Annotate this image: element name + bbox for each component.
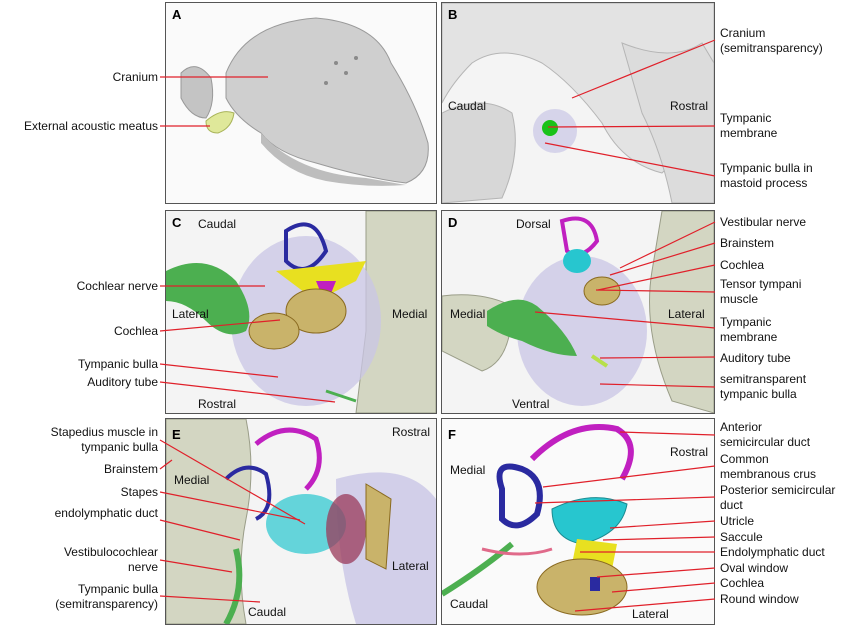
orientation-rostral: Rostral (198, 397, 237, 411)
panel-letter-d: D (448, 215, 458, 230)
inner-ear-medial-caudal-view-illustration (166, 419, 436, 624)
orientation-lateral: Lateral (668, 307, 705, 321)
panel-letter-c: C (172, 215, 182, 230)
skull-illustration (180, 17, 429, 186)
callout-cranium-b: Cranium (semitransparency) (720, 26, 823, 55)
callout-vestibulocochlear-nerve: Vestibulocochlear nerve (63, 545, 158, 574)
orientation-caudal: Caudal (198, 217, 237, 231)
callout-tensor-tympani: Tensor tympani muscle (720, 277, 802, 306)
orientation-rostral: Rostral (670, 445, 709, 459)
orientation-rostral: Rostral (670, 99, 709, 113)
panel-letter-f: F (448, 427, 456, 442)
callout-utricle: Utricle (720, 514, 755, 528)
panel-a: A (165, 2, 437, 204)
callout-auditory-tube-c: Auditory tube (87, 375, 158, 389)
callout-tympanic-bulla-b: Tympanic bulla in mastoid process (720, 161, 813, 190)
orientation-ventral: Ventral (512, 397, 550, 411)
callout-common-membranous-crus: Common membranous crus (720, 452, 817, 481)
callout-tympanic-bulla-e: Tympanic bulla (semitransparency) (55, 582, 158, 611)
callout-brainstem-d: Brainstem (720, 236, 775, 250)
orientation-medial: Medial (450, 463, 486, 477)
callout-endolymphatic-duct-e: endolymphatic duct (54, 506, 158, 520)
callout-cochlea-d: Cochlea (720, 258, 765, 272)
callout-stapedius-muscle: Stapedius muscle in tympanic bulla (50, 425, 158, 454)
panel-letter-b: B (448, 7, 458, 22)
callout-posterior-semicircular-duct: Posterior semicircular duct (720, 483, 836, 512)
orientation-medial: Medial (392, 307, 428, 321)
callout-round-window: Round window (720, 592, 799, 606)
panel-f: F Rostral Medial Caudal Lateral (441, 418, 715, 625)
callout-tympanic-membrane-b: Tympanic membrane (720, 111, 778, 140)
panel-letter-e: E (172, 427, 181, 442)
callout-cranium-a: Cranium (112, 70, 158, 84)
orientation-dorsal: Dorsal (516, 217, 551, 231)
panel-letter-a: A (172, 7, 182, 22)
callout-brainstem-e: Brainstem (103, 462, 158, 476)
orientation-caudal: Caudal (448, 99, 487, 113)
callout-saccule: Saccule (720, 530, 763, 544)
callout-cochlea-c: Cochlea (113, 324, 158, 338)
callout-tympanic-bulla-c: Tympanic bulla (77, 357, 158, 371)
orientation-lateral: Lateral (392, 559, 429, 573)
orientation-medial: Medial (450, 307, 486, 321)
callout-endolymphatic-duct-f: Endolymphatic duct (720, 545, 825, 559)
callout-external-acoustic-meatus: External acoustic meatus (23, 119, 158, 133)
orientation-caudal: Caudal (450, 597, 489, 611)
panel-c: C Caudal Lateral Medial Rostral (165, 210, 437, 414)
callout-oval-window: Oval window (720, 561, 789, 575)
orientation-lateral: Lateral (172, 307, 209, 321)
orientation-lateral: Lateral (632, 607, 669, 621)
callout-cochlear-nerve: Cochlear nerve (76, 279, 158, 293)
callout-vestibular-nerve: Vestibular nerve (720, 215, 807, 229)
panel-d: D Dorsal Medial Lateral Ventral (441, 210, 715, 414)
orientation-medial: Medial (174, 473, 210, 487)
orientation-rostral: Rostral (392, 425, 431, 439)
callout-semitransparent-bulla: semitransparent tympanic bulla (720, 372, 807, 401)
orientation-caudal: Caudal (248, 605, 287, 619)
panel-b: B Caudal Rostral (441, 2, 715, 204)
callout-cochlea-f: Cochlea (720, 576, 765, 590)
callout-tympanic-membrane-d: Tympanic membrane (720, 315, 778, 344)
panel-e: E Rostral Medial Lateral Caudal (165, 418, 437, 625)
callout-anterior-semicircular-duct: Anterior semicircular duct (720, 420, 811, 449)
callout-auditory-tube-d: Auditory tube (720, 351, 791, 365)
callout-stapes: Stapes (120, 485, 158, 499)
